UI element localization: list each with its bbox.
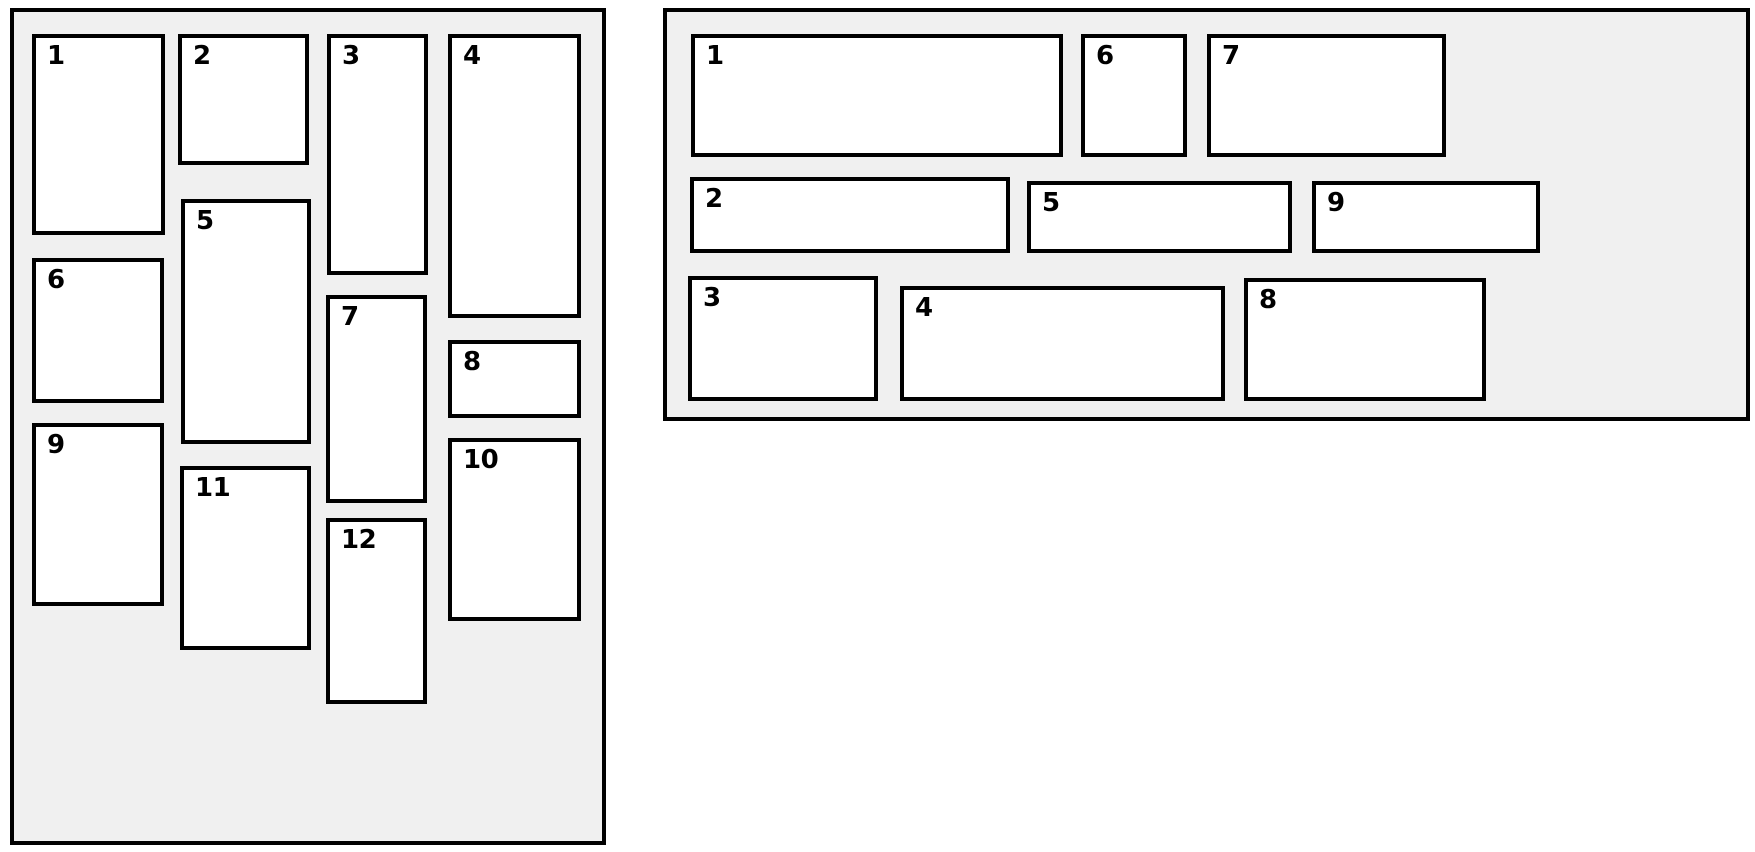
box-label: 12 <box>341 525 377 555</box>
box-label: 3 <box>703 283 721 313</box>
box-label: 6 <box>1096 41 1114 71</box>
box-label: 2 <box>193 41 211 71</box>
box-4[interactable]: 4 <box>448 34 581 318</box>
box-3[interactable]: 3 <box>688 276 878 401</box>
box-label: 5 <box>1042 188 1060 218</box>
box-6[interactable]: 6 <box>32 258 164 403</box>
box-2[interactable]: 2 <box>178 34 309 165</box>
box-label: 4 <box>915 293 933 323</box>
box-10[interactable]: 10 <box>448 438 581 621</box>
box-label: 7 <box>1222 41 1240 71</box>
box-9[interactable]: 9 <box>1312 181 1540 253</box>
box-3[interactable]: 3 <box>327 34 428 275</box>
box-label: 7 <box>341 302 359 332</box>
box-label: 9 <box>47 430 65 460</box>
right-panel: 1 6 7 2 5 9 3 4 8 <box>663 8 1750 421</box>
box-label: 1 <box>47 41 65 71</box>
box-11[interactable]: 11 <box>180 466 311 650</box>
box-label: 8 <box>463 347 481 377</box>
box-label: 3 <box>342 41 360 71</box>
box-label: 10 <box>463 445 499 475</box>
box-7[interactable]: 7 <box>1207 34 1446 157</box>
box-12[interactable]: 12 <box>326 518 427 704</box>
box-9[interactable]: 9 <box>32 423 164 606</box>
box-label: 9 <box>1327 188 1345 218</box>
box-8[interactable]: 8 <box>1244 278 1486 401</box>
box-5[interactable]: 5 <box>181 199 311 444</box>
box-7[interactable]: 7 <box>326 295 427 503</box>
box-1[interactable]: 1 <box>691 34 1063 157</box>
box-label: 8 <box>1259 285 1277 315</box>
box-label: 2 <box>705 184 723 214</box>
box-1[interactable]: 1 <box>32 34 165 235</box>
box-5[interactable]: 5 <box>1027 181 1292 253</box>
box-4[interactable]: 4 <box>900 286 1225 401</box>
box-2[interactable]: 2 <box>690 177 1010 253</box>
box-6[interactable]: 6 <box>1081 34 1187 157</box>
box-8[interactable]: 8 <box>448 340 581 418</box>
box-label: 1 <box>706 41 724 71</box>
box-label: 5 <box>196 206 214 236</box>
box-label: 11 <box>195 473 231 503</box>
box-label: 6 <box>47 265 65 295</box>
box-label: 4 <box>463 41 481 71</box>
